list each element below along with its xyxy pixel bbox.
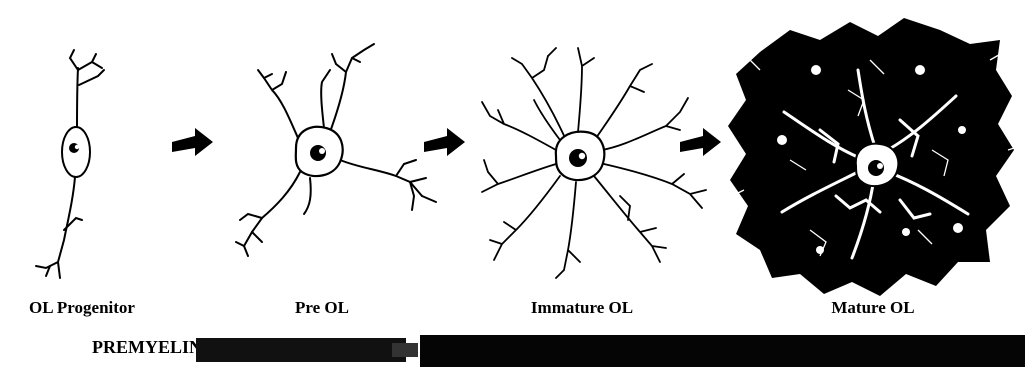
cell-illustrations <box>0 0 1025 300</box>
arrow-1 <box>172 128 213 156</box>
stage-label-progenitor: OL Progenitor <box>29 298 135 318</box>
stage-label-mature-ol: Mature OL <box>831 298 914 318</box>
bar-smudge <box>196 338 406 362</box>
myelination-bar <box>420 335 1025 367</box>
stage-label-immature-ol: Immature OL <box>531 298 633 318</box>
bar-smudge-fade <box>392 343 418 357</box>
mature-ol-cell <box>728 18 1020 296</box>
arrow-2 <box>424 128 465 156</box>
progenitor-cell <box>36 50 104 278</box>
arrow-3 <box>680 128 721 156</box>
stage-label-pre-ol: Pre OL <box>295 298 349 318</box>
